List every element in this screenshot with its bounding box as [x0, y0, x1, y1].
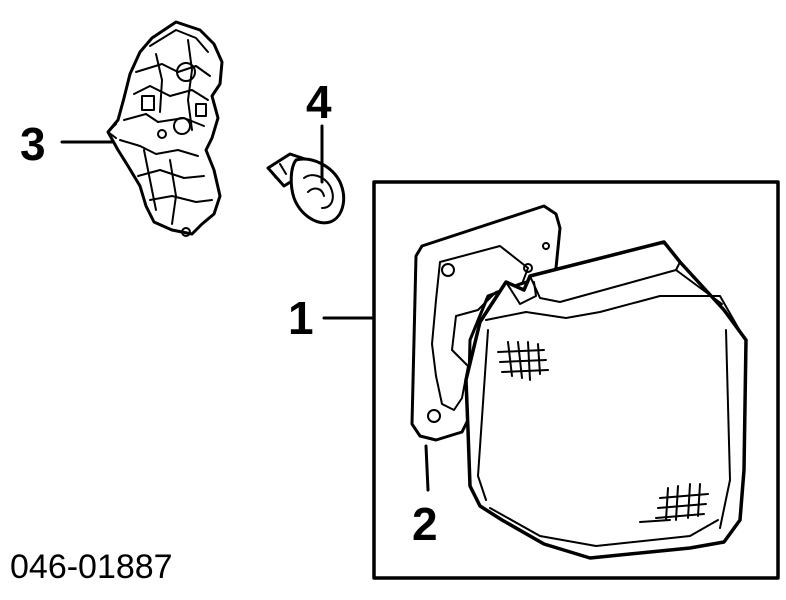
callout-4: 4 — [306, 76, 332, 128]
callout-3: 3 — [20, 118, 46, 170]
leader-line-2 — [424, 444, 430, 492]
callout-1: 1 — [288, 292, 314, 344]
diagram-part-number: 046-01887 — [10, 548, 173, 586]
wedge-bulb-part — [266, 152, 346, 225]
bulb-socket-part — [106, 20, 224, 237]
callout-2: 2 — [412, 498, 438, 550]
assembly-frame — [372, 180, 780, 580]
gasket-part — [410, 204, 562, 442]
lamp-housing-part — [464, 240, 748, 560]
